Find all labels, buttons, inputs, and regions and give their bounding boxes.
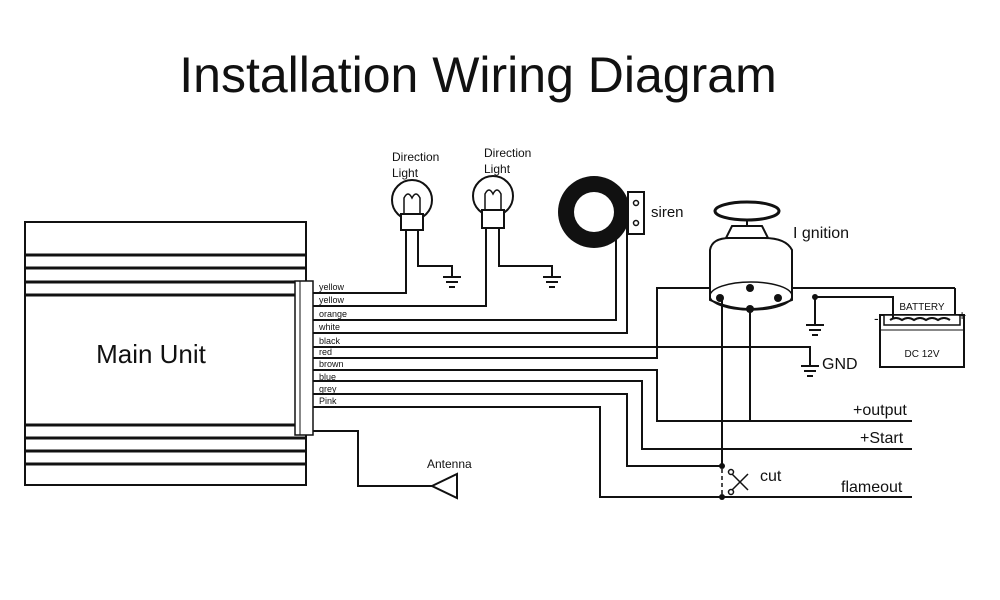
direction-light-2-label-line2: Light <box>484 162 511 176</box>
wire-label-grey: grey <box>319 384 337 394</box>
antenna: Antenna <box>427 457 472 500</box>
wire-labels: yellow yellow orange white black red bro… <box>318 282 347 406</box>
direction-light-2-label-line1: Direction <box>484 146 531 160</box>
battery-icon <box>879 314 965 368</box>
start-label: +Start <box>860 430 904 447</box>
wire-label-brown: brown <box>319 359 344 369</box>
scissors-icon <box>727 468 749 496</box>
main-unit-label: Main Unit <box>96 339 207 369</box>
gnd: GND <box>801 356 858 377</box>
wire-label-pink: Pink <box>319 396 337 406</box>
ground-icon <box>443 276 461 288</box>
wire-label-yellow-2: yellow <box>319 295 345 305</box>
antenna-label: Antenna <box>427 457 472 471</box>
wire-label-red: red <box>319 347 332 357</box>
direction-light-1-label-line2: Light <box>392 166 419 180</box>
siren-icon <box>558 176 645 248</box>
direction-light-1-label-line1: Direction <box>392 150 439 164</box>
wire-label-black: black <box>319 336 341 346</box>
battery-minus-label: - <box>874 310 879 326</box>
ground-icon <box>543 276 561 288</box>
wire-label-orange: orange <box>319 309 347 319</box>
page-title: Installation Wiring Diagram <box>179 47 776 103</box>
cut-point: cut <box>719 463 782 500</box>
siren-label: siren <box>651 204 684 221</box>
gnd-label: GND <box>822 356 858 373</box>
ground-icon <box>806 324 824 336</box>
wire-label-white: white <box>318 322 340 332</box>
battery: BATTERY DC 12V - + <box>806 294 966 368</box>
wire-label-yellow-1: yellow <box>319 282 345 292</box>
siren: siren <box>558 176 684 248</box>
bulb-icon <box>472 175 514 229</box>
wire-bundle <box>313 225 956 498</box>
direction-light-1: Direction Light <box>391 150 461 288</box>
battery-voltage: DC 12V <box>904 349 939 360</box>
wire-connector <box>294 280 314 436</box>
battery-plus-label: + <box>958 307 966 323</box>
main-unit: Main Unit <box>24 221 307 486</box>
ignition-switch: I gnition <box>709 200 849 466</box>
ignition-label: I gnition <box>793 225 849 242</box>
ground-icon <box>801 365 819 377</box>
antenna-icon <box>429 472 458 500</box>
bulb-icon <box>391 179 433 231</box>
direction-light-2: Direction Light <box>472 146 561 288</box>
cut-label: cut <box>760 468 782 485</box>
ignition-icon <box>709 200 793 313</box>
battery-label: BATTERY <box>899 302 945 313</box>
wire-label-blue: blue <box>319 372 336 382</box>
flameout-label: flameout <box>841 479 903 496</box>
output-label: +output <box>853 402 907 419</box>
